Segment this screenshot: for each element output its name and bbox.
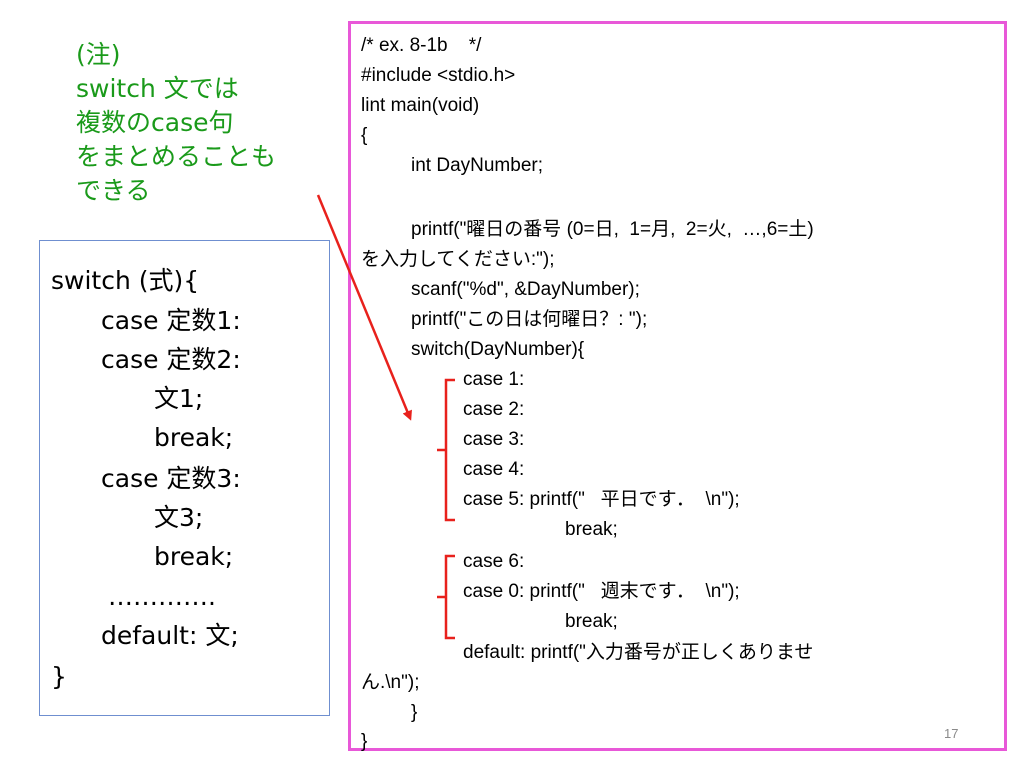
code-line: } (361, 731, 368, 752)
switch-syntax-box: switch (式){ case 定数1: case 定数2: 文1; brea… (39, 240, 330, 716)
code-line: break; (565, 519, 618, 540)
syntax-line: case 定数1: (101, 306, 241, 335)
code-line: case 6: (463, 551, 525, 572)
bracket-weekend-cases (437, 554, 455, 640)
bracket-weekday-cases (437, 378, 455, 522)
code-line: switch(DayNumber){ (411, 339, 585, 360)
code-line: case 0: printf(" 週末です． \n"); (463, 581, 740, 602)
note-line: (注) (76, 40, 121, 69)
code-line: printf("曜日の番号 (0=日, 1=月, 2=火, …,6=土) (411, 219, 814, 240)
code-line: } (411, 702, 418, 723)
code-line: int DayNumber; (411, 155, 543, 176)
code-line: case 1: (463, 369, 525, 390)
code-line: case 3: (463, 429, 525, 450)
code-line: { (361, 125, 368, 146)
code-line: case 5: printf(" 平日です． \n"); (463, 489, 740, 510)
code-line: scanf("%d", &DayNumber); (411, 279, 640, 300)
syntax-line: …………. (108, 582, 216, 611)
code-line: break; (565, 611, 618, 632)
syntax-line: } (51, 662, 67, 691)
annotation-note: (注) switch 文では 複数のcase句 をまとめることも できる (76, 38, 276, 208)
code-line: lint main(void) (361, 95, 480, 116)
code-line: ん.\n"); (361, 672, 420, 693)
code-line: #include <stdio.h> (361, 65, 516, 86)
syntax-line: case 定数2: (101, 345, 241, 374)
code-line: /* ex. 8-1b */ (361, 35, 482, 56)
syntax-line: case 定数3: (101, 464, 241, 493)
note-line: switch 文では (76, 74, 239, 103)
code-line: default: printf("入力番号が正しくありませ (463, 642, 814, 663)
syntax-line: break; (154, 542, 234, 571)
syntax-line: default: 文; (101, 621, 239, 650)
page-number: 17 (944, 726, 959, 741)
syntax-line: 文3; (154, 503, 204, 532)
syntax-line: switch (式){ (51, 266, 200, 295)
code-line: case 2: (463, 399, 525, 420)
note-line: できる (76, 176, 151, 205)
note-line: をまとめることも (76, 142, 277, 171)
note-line: 複数のcase句 (76, 108, 234, 137)
syntax-line: 文1; (154, 384, 204, 413)
syntax-line: break; (154, 423, 234, 452)
pointer-arrow (316, 194, 412, 421)
code-line: printf("この日は何曜日？: "); (411, 309, 648, 330)
code-line: case 4: (463, 459, 525, 480)
code-listing-box: /* ex. 8-1b */ #include <stdio.h> lint m… (348, 21, 1007, 752)
code-line: を入力してください:"); (361, 249, 555, 270)
